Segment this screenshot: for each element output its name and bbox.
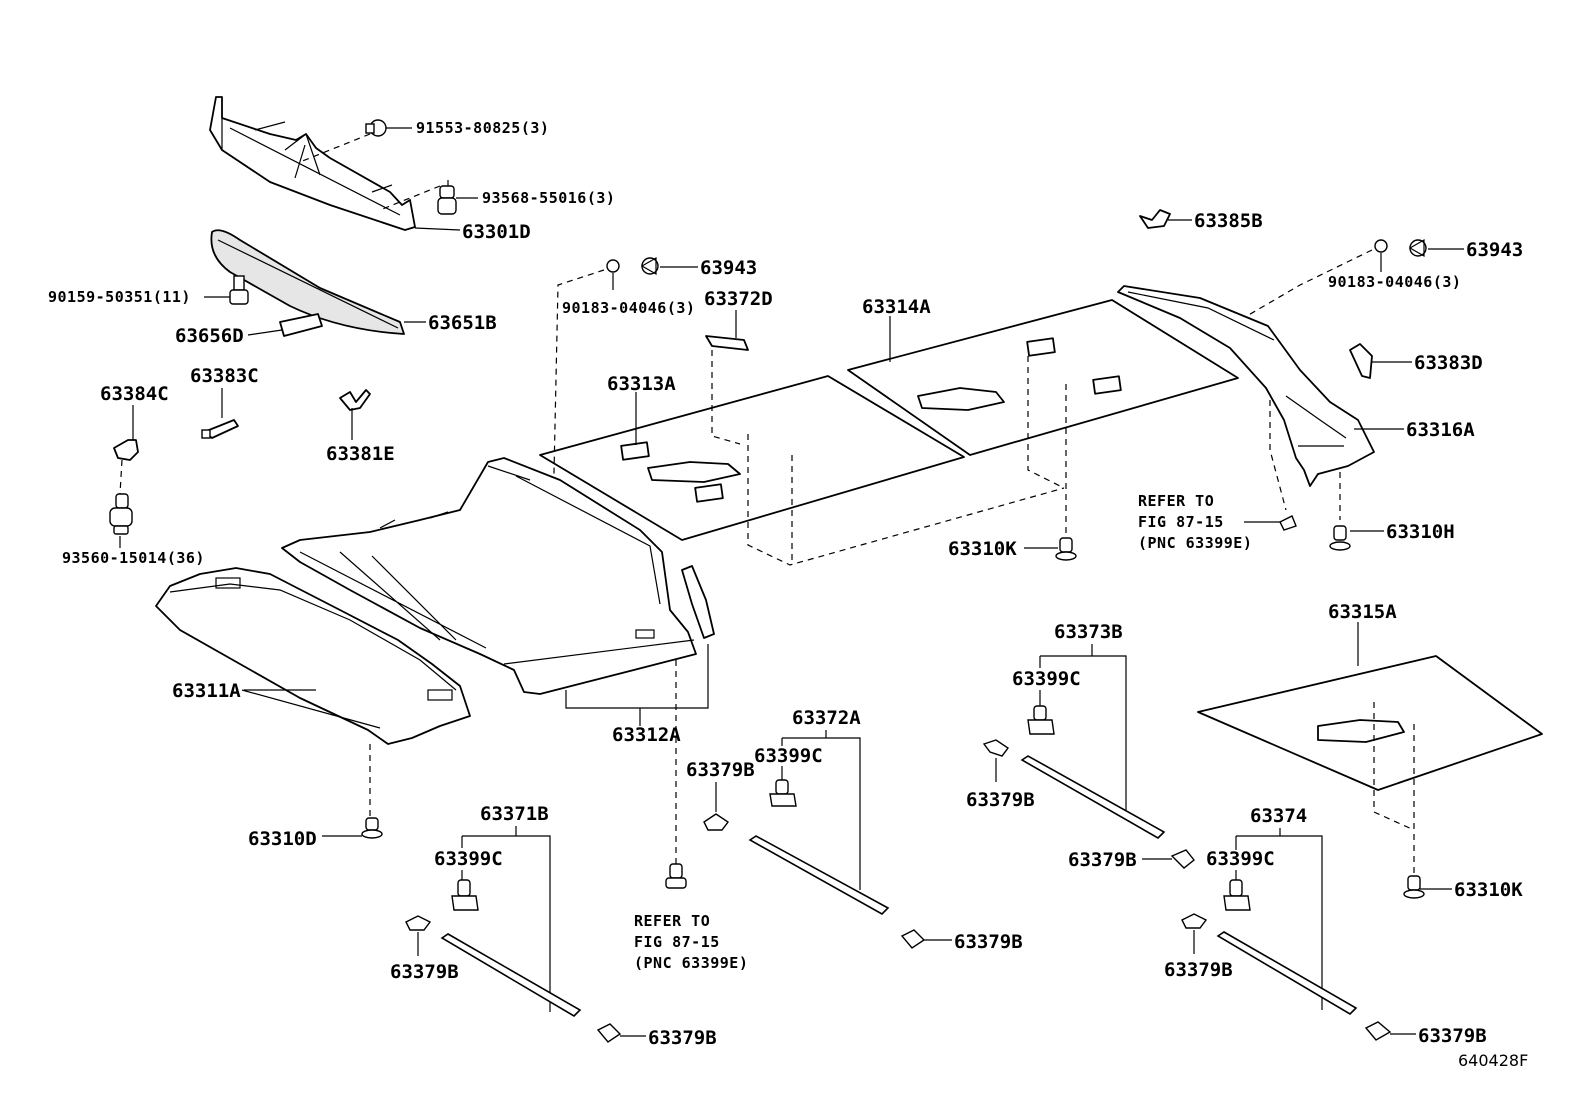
- label-63385B: 63385B: [1194, 210, 1263, 232]
- clip-63379B-h: [1364, 1021, 1392, 1041]
- label-63301D: 63301D: [462, 221, 531, 243]
- nut-90183-left: [606, 259, 620, 273]
- label-63314A: 63314A: [862, 296, 931, 318]
- nut-90183-right: [1374, 239, 1388, 253]
- figure-id: 640428F: [1458, 1051, 1528, 1070]
- label-63372D: 63372D: [704, 288, 773, 310]
- label-63381E: 63381E: [326, 443, 395, 465]
- label-90183-right: 90183-04046(3): [1328, 273, 1461, 291]
- label-63399C-d: 63399C: [1206, 848, 1275, 870]
- rail-assembly-63301D: [209, 96, 416, 231]
- sheet-63314A: [847, 299, 1239, 456]
- label-63384C: 63384C: [100, 383, 169, 405]
- label-63310H: 63310H: [1386, 521, 1455, 543]
- bracket-63383C: [201, 419, 239, 439]
- clip-63399C-b: [769, 779, 797, 807]
- strip-63373B: [1020, 755, 1166, 839]
- label-63311A: 63311A: [172, 680, 241, 702]
- label-63943-right: 63943: [1466, 239, 1523, 261]
- clip-63379B-g: [1181, 913, 1208, 929]
- label-63316A: 63316A: [1406, 419, 1475, 441]
- strip-63371B: [440, 933, 582, 1018]
- clip-63399C-a: [1027, 705, 1055, 735]
- clip-63310K-bottom: [1403, 875, 1425, 899]
- headliner-63311A: [155, 567, 471, 745]
- cover-63651B: [210, 229, 405, 335]
- label-63315A: 63315A: [1328, 601, 1397, 623]
- label-93568: 93568-55016(3): [482, 189, 615, 207]
- trim-piece-63312A: [681, 565, 715, 639]
- headliner-63312A: [281, 457, 697, 695]
- clip-63943-left: [640, 256, 659, 276]
- clip-63379B-e: [405, 915, 432, 931]
- label-63379B-h: 63379B: [1418, 1025, 1487, 1047]
- svg-text:FIG 87-15: FIG 87-15: [634, 933, 720, 951]
- clip-93560: [109, 493, 133, 535]
- label-63943-left: 63943: [700, 257, 757, 279]
- clip-63381E: [339, 389, 371, 440]
- label-90183-left: 90183-04046(3): [562, 299, 695, 317]
- label-63372A: 63372A: [792, 707, 861, 729]
- clip-63379B-b: [1170, 849, 1195, 869]
- clip-63310D: [361, 817, 383, 839]
- label-63656D: 63656D: [175, 325, 244, 347]
- note-refer-right: REFER TO FIG 87-15 (PNC 63399E): [1138, 492, 1252, 552]
- trim-63316A: [1117, 285, 1375, 487]
- label-91553: 91553-80825(3): [416, 119, 549, 137]
- label-63379B-c: 63379B: [686, 759, 755, 781]
- label-63399C-a: 63399C: [1012, 668, 1081, 690]
- label-63310K-bottom: 63310K: [1454, 879, 1523, 901]
- sheet-63313A: [539, 375, 965, 541]
- label-90159: 90159-50351(11): [48, 288, 191, 306]
- clip-63385B: [1139, 209, 1171, 229]
- label-63313A: 63313A: [607, 373, 676, 395]
- label-63310K-top: 63310K: [948, 538, 1017, 560]
- label-63373B: 63373B: [1054, 621, 1123, 643]
- sheet-63315A: [1197, 655, 1543, 791]
- clip-63399E-right: [1279, 515, 1297, 531]
- clip-63379B-f: [596, 1023, 622, 1043]
- label-63379B-a: 63379B: [966, 789, 1035, 811]
- clip-93568: [437, 185, 457, 215]
- svg-text:REFER TO: REFER TO: [634, 912, 710, 930]
- label-63312A: 63312A: [612, 724, 681, 746]
- clip-63379B-a: [982, 739, 1010, 757]
- strip-63374: [1216, 931, 1358, 1016]
- label-63379B-g: 63379B: [1164, 959, 1233, 981]
- label-63379B-f: 63379B: [648, 1027, 717, 1049]
- label-63374: 63374: [1250, 805, 1307, 827]
- label-63651B: 63651B: [428, 312, 497, 334]
- clip-63379B-c: [703, 813, 730, 831]
- clip-63399E-center: [665, 863, 687, 889]
- bracket-63384C: [113, 439, 139, 461]
- label-63399C-b: 63399C: [754, 745, 823, 767]
- svg-text:FIG 87-15: FIG 87-15: [1138, 513, 1224, 531]
- label-63310D: 63310D: [248, 828, 317, 850]
- svg-text:REFER TO: REFER TO: [1138, 492, 1214, 510]
- pad-63656D: [279, 313, 323, 337]
- label-93560: 93560-15014(36): [62, 549, 205, 567]
- strip-63372A: [748, 835, 890, 915]
- label-63383C: 63383C: [190, 365, 259, 387]
- label-63383D: 63383D: [1414, 352, 1483, 374]
- svg-text:(PNC 63399E): (PNC 63399E): [1138, 534, 1252, 552]
- label-63379B-b: 63379B: [1068, 849, 1137, 871]
- clip-63379B-d: [900, 929, 926, 949]
- pad-63372D: [705, 335, 749, 351]
- note-refer-center: REFER TO FIG 87-15 (PNC 63399E): [634, 912, 748, 972]
- bracket-63383D: [1349, 343, 1373, 379]
- screw-91553: [365, 119, 387, 137]
- clip-63943-right: [1408, 238, 1427, 258]
- label-63371B: 63371B: [480, 803, 549, 825]
- label-63379B-e: 63379B: [390, 961, 459, 983]
- clip-63310H: [1329, 525, 1351, 551]
- clip-63399C-c: [451, 879, 479, 911]
- clip-63310K-top: [1055, 537, 1077, 561]
- clip-63399C-d: [1223, 879, 1251, 911]
- label-63399C-c: 63399C: [434, 848, 503, 870]
- label-63379B-d: 63379B: [954, 931, 1023, 953]
- svg-text:(PNC 63399E): (PNC 63399E): [634, 954, 748, 972]
